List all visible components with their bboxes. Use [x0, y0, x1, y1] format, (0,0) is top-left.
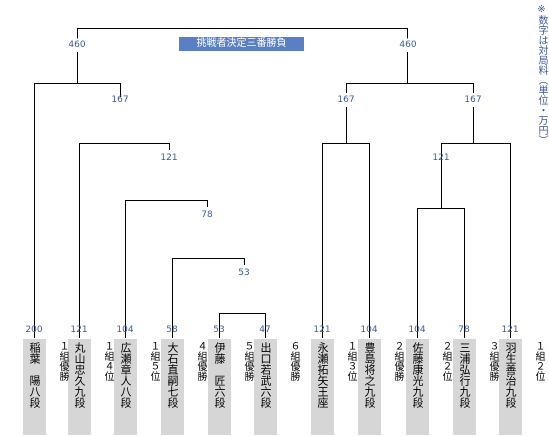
player-fee: 53 [213, 325, 225, 335]
right-right-pair [417, 208, 465, 338]
final-fee-right: 460 [399, 40, 417, 50]
left-final-line [219, 313, 266, 320]
left-round1-line [172, 258, 245, 338]
left-r3-fee: 121 [160, 153, 178, 163]
bracket-title: 挑戦者決定三番勝負 [179, 37, 304, 51]
left-round2-line [125, 200, 208, 338]
player-name: 出口若武六段 [254, 339, 277, 435]
player-fee: 121 [501, 325, 519, 335]
player-fee: 78 [458, 325, 470, 335]
player-rank: ３組優勝 [487, 341, 498, 381]
left-r4-fee: 167 [111, 95, 129, 105]
right-left-pair [322, 143, 370, 338]
player-fee: 104 [408, 325, 426, 335]
player-name: 羽生善治九段 [499, 339, 522, 435]
player-rank: １組３位 [345, 341, 356, 381]
final-line [77, 28, 408, 39]
player-name: 伊藤 匠六段 [208, 339, 231, 435]
left-round3-line [79, 143, 170, 338]
right-round1-line [441, 143, 511, 338]
player-rank: ４組優勝 [195, 341, 206, 381]
player-fee: 121 [313, 325, 331, 335]
player-fee: 104 [360, 325, 378, 335]
player-name: 丸山忠久九段 [68, 339, 91, 435]
fee-note: ※数字は対局料（単位・万円） [536, 4, 547, 145]
player-fee: 58 [166, 325, 178, 335]
player-name: 永瀬拓矢王座 [311, 339, 334, 435]
player-name: 佐藤康光九段 [406, 339, 429, 435]
player-rank: １組５位 [148, 341, 159, 381]
player-fee: 121 [70, 325, 88, 335]
right-top-line [346, 83, 474, 93]
left-semifinal-line [34, 83, 121, 338]
player-rank: ２組優勝 [392, 341, 403, 381]
player-fee: 104 [116, 325, 134, 335]
player-rank: ２組２位 [440, 341, 451, 381]
player-fee: 47 [259, 325, 271, 335]
player-name: 広瀬章人八段 [114, 339, 137, 435]
right-r2-fee-right: 167 [464, 95, 482, 105]
player-rank: １組優勝 [57, 341, 68, 381]
left-r2-fee: 78 [201, 210, 213, 220]
player-name: 大石直嗣七段 [161, 339, 184, 435]
final-fee-left: 460 [68, 40, 86, 50]
right-r1-fee: 121 [432, 153, 450, 163]
player-name: 豊島将之九段 [358, 339, 381, 435]
player-name: 三浦弘行九段 [453, 339, 476, 435]
player-rank: １組２位 [533, 341, 544, 381]
player-name: 稲葉 陽八段 [23, 339, 46, 435]
player-fee: 200 [25, 325, 43, 335]
right-r2-fee-left: 167 [337, 95, 355, 105]
player-rank: ５組優勝 [242, 341, 253, 381]
player-rank: １組４位 [102, 341, 113, 381]
player-rank: ６組優勝 [288, 341, 299, 381]
left-r1-fee: 53 [238, 268, 250, 278]
